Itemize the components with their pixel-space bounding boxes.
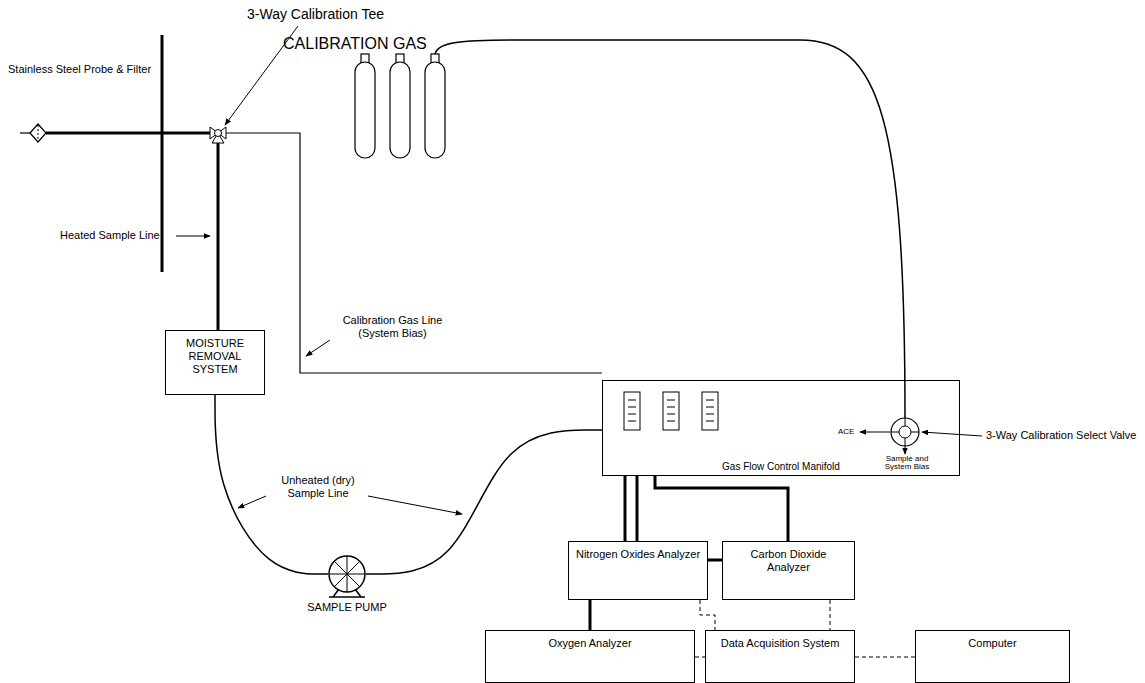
- calibration-gas-line: [226, 133, 602, 373]
- connector: [830, 600, 831, 630]
- node-text: Nitrogen Oxides Analyzer: [576, 548, 700, 561]
- analyzer-box: Carbon Dioxide Analyzer: [722, 541, 855, 600]
- label-wrap: ACE: [838, 427, 854, 437]
- calibration-gas-supply-line: [435, 40, 905, 418]
- connector: [624, 476, 627, 541]
- callout-label: Stainless Steel Probe & Filter: [8, 63, 151, 76]
- leader-arrow: [368, 496, 462, 514]
- callout-label: Calibration Gas Line (System Bias): [330, 314, 455, 340]
- node-text: Data Acquisition System: [721, 637, 840, 650]
- label-wrap: 3-Way Calibration Select Valve: [986, 429, 1136, 442]
- label-wrap: CALIBRATION GAS: [283, 34, 427, 53]
- filter-element: [38, 125, 39, 141]
- connector: [695, 657, 705, 658]
- analyzer-box: Oxygen Analyzer: [485, 630, 695, 683]
- connector: [700, 600, 715, 630]
- label-wrap: Calibration Gas Line (System Bias): [330, 314, 455, 340]
- port-label: Sample and System Bias: [872, 455, 942, 472]
- pump-symbol: [328, 555, 366, 593]
- node-text: Carbon Dioxide Analyzer: [729, 548, 848, 574]
- callout-label: Unheated (dry) Sample Line: [262, 474, 374, 500]
- port-label: ACE: [838, 427, 854, 437]
- label-wrap: Heated Sample Line: [60, 229, 160, 242]
- connector: [636, 476, 639, 541]
- leader-arrow: [176, 236, 210, 237]
- calibration-tee: [210, 127, 226, 143]
- stainless-probe: [46, 132, 212, 135]
- node-text: Gas Flow Control Manifold: [722, 461, 840, 473]
- callout-label: 3-Way Calibration Select Valve: [986, 429, 1136, 442]
- leader-arrow: [922, 432, 982, 436]
- node-text: SAMPLE PUMP: [297, 601, 397, 614]
- label-wrap: Sample and System Bias: [872, 455, 942, 472]
- moisture-removal-box: MOISTURE REMOVAL SYSTEM: [165, 330, 265, 395]
- callout-label: 3-Way Calibration Tee: [247, 6, 384, 23]
- node-text: Oxygen Analyzer: [548, 637, 631, 650]
- daq-box: Data Acquisition System: [705, 630, 855, 683]
- sample-pump: SAMPLE PUMP: [328, 555, 366, 593]
- label-wrap: 3-Way Calibration Tee: [247, 6, 384, 23]
- leader-arrow: [306, 340, 330, 356]
- connector: [655, 476, 788, 541]
- gas-cylinders: [355, 54, 445, 158]
- stack-wall: [161, 35, 164, 272]
- filter-symbol: [30, 124, 46, 142]
- node-text: Computer: [968, 637, 1016, 650]
- label-wrap: Unheated (dry) Sample Line: [262, 474, 374, 500]
- leader-arrow: [238, 496, 266, 508]
- label-wrap: Stainless Steel Probe & Filter: [8, 63, 151, 76]
- connector: [708, 559, 722, 562]
- heated-sample-line: [217, 143, 220, 330]
- callout-label: Heated Sample Line: [60, 229, 160, 242]
- analyzer-box: Nitrogen Oxides Analyzer: [568, 541, 708, 600]
- node-text: MOISTURE REMOVAL SYSTEM: [172, 337, 258, 377]
- group-label: CALIBRATION GAS: [283, 34, 427, 53]
- leader-arrow: [860, 432, 890, 433]
- connector: [855, 657, 915, 658]
- probe-tip: [20, 132, 30, 133]
- connector: [366, 430, 602, 574]
- calibration-select-valve: [891, 418, 919, 446]
- connector: [589, 600, 592, 630]
- leader-arrow: [905, 446, 906, 454]
- computer-box: Computer: [915, 630, 1070, 683]
